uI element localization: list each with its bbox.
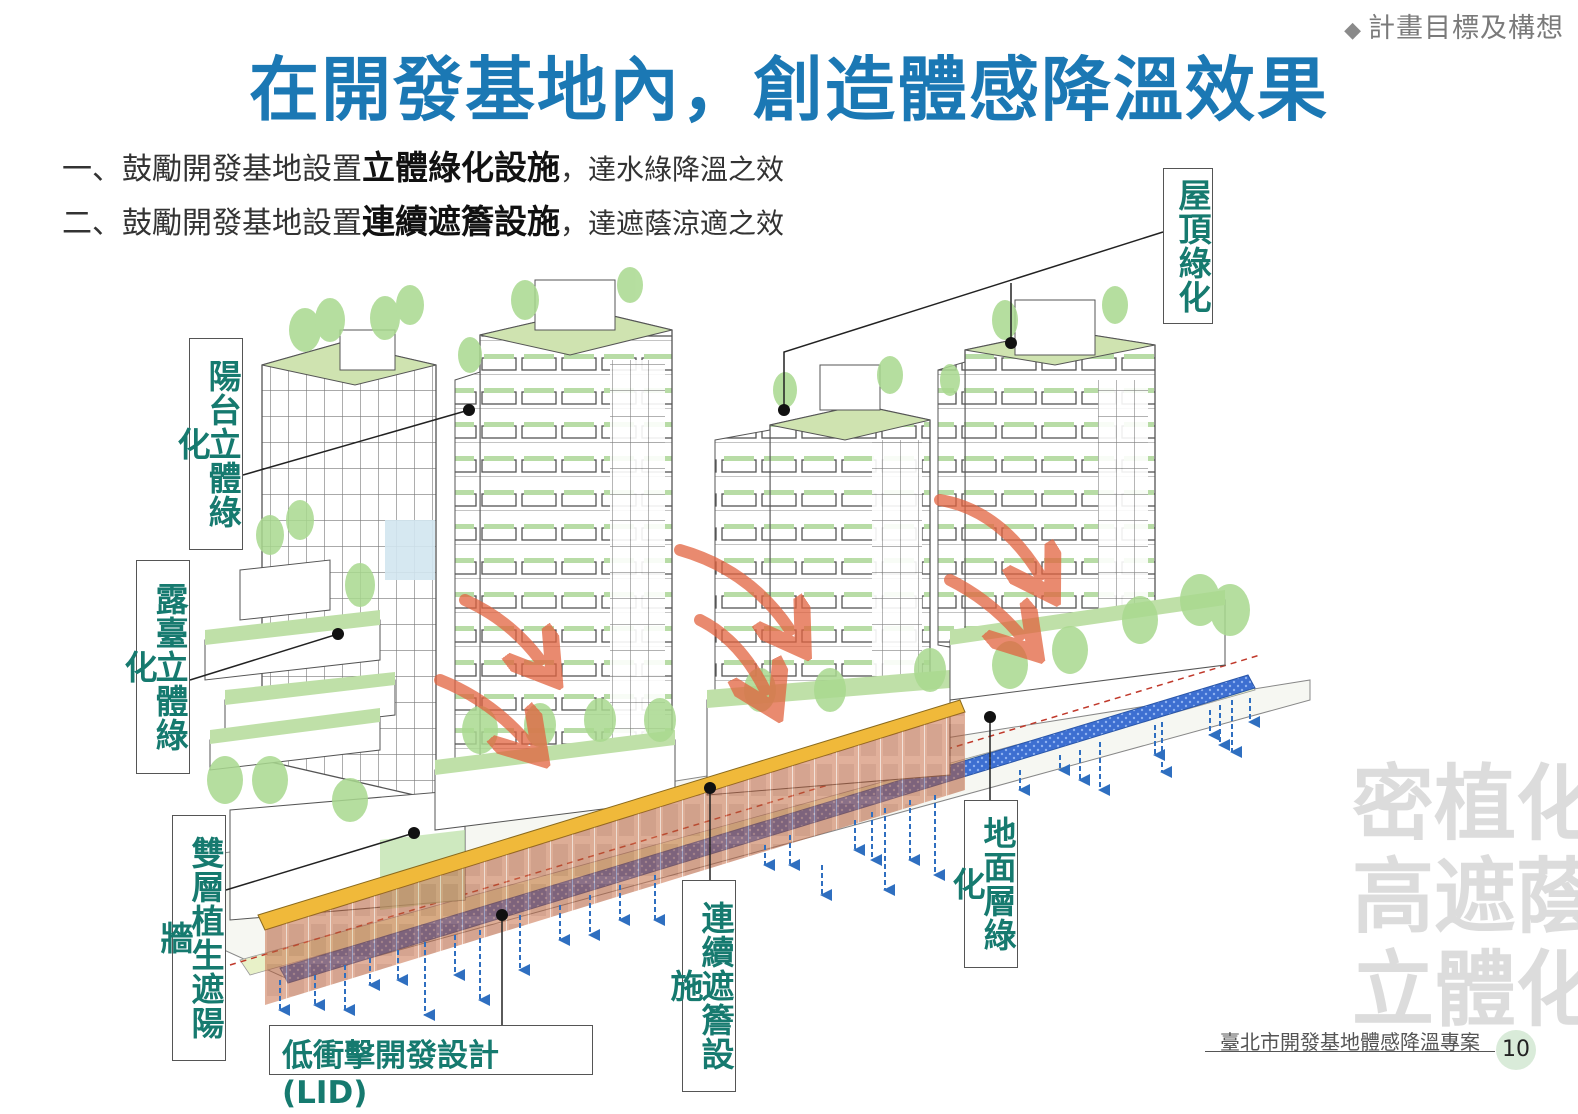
label-roof-greening: 屋頂綠化: [1163, 168, 1213, 324]
bullet-list: 一、鼓勵開發基地設置立體綠化設施，達水綠降溫之效 二、鼓勵開發基地設置連續遮簷設…: [62, 142, 784, 250]
section-tag-text: 計畫目標及構想: [1368, 13, 1564, 44]
bullet-suffix: ，達遮蔭涼適之效: [560, 207, 785, 240]
bullet-item: 二、鼓勵開發基地設置連續遮簷設施，達遮蔭涼適之效: [62, 196, 784, 250]
label-ground-greening: 地面層綠化: [947, 800, 1018, 968]
page-number: 10: [1496, 1030, 1536, 1070]
label-lid: 低衝擊開發設計(LID): [269, 1025, 593, 1111]
label-double-layer-wall: 雙層植生遮陽牆: [155, 815, 226, 1061]
watermark: 密植化 高遮蔭 立體化: [1352, 758, 1578, 1037]
diamond-icon: ◆: [1344, 18, 1362, 43]
footer-project: 臺北市開發基地體感降溫專案: [1220, 1030, 1480, 1054]
footer-divider: [1205, 1051, 1495, 1052]
storefront-row: [265, 712, 965, 1005]
watermark-line: 密植化: [1352, 757, 1578, 852]
watermark-line: 立體化: [1352, 943, 1578, 1038]
leader-lines: [189, 231, 1164, 1025]
bullet-item: 一、鼓勵開發基地設置立體綠化設施，達水綠降溫之效: [62, 142, 784, 196]
bullet-prefix: 二、鼓勵開發基地設置: [62, 206, 362, 241]
bullet-emphasis: 連續遮簷設施: [362, 202, 560, 241]
label-balcony-greening: 陽台立體綠化: [172, 338, 243, 550]
watermark-line: 高遮蔭: [1352, 850, 1578, 945]
bullet-emphasis: 立體綠化設施: [362, 148, 560, 187]
building-1: [204, 329, 466, 921]
infiltration-arrows: [278, 698, 1260, 1021]
bullet-prefix: 一、鼓勵開發基地設置: [62, 152, 362, 187]
wind-arrows: [434, 494, 1040, 740]
page-title: 在開發基地內，創造體感降溫效果: [249, 49, 1329, 131]
bullet-suffix: ，達水綠降溫之效: [560, 153, 785, 186]
section-tag: ◆計畫目標及構想: [1344, 6, 1564, 45]
label-terrace-greening: 露臺立體綠化: [119, 560, 190, 774]
leader-dots: [332, 337, 1017, 921]
label-continuous-canopy: 連續遮簷設施: [665, 880, 736, 1092]
